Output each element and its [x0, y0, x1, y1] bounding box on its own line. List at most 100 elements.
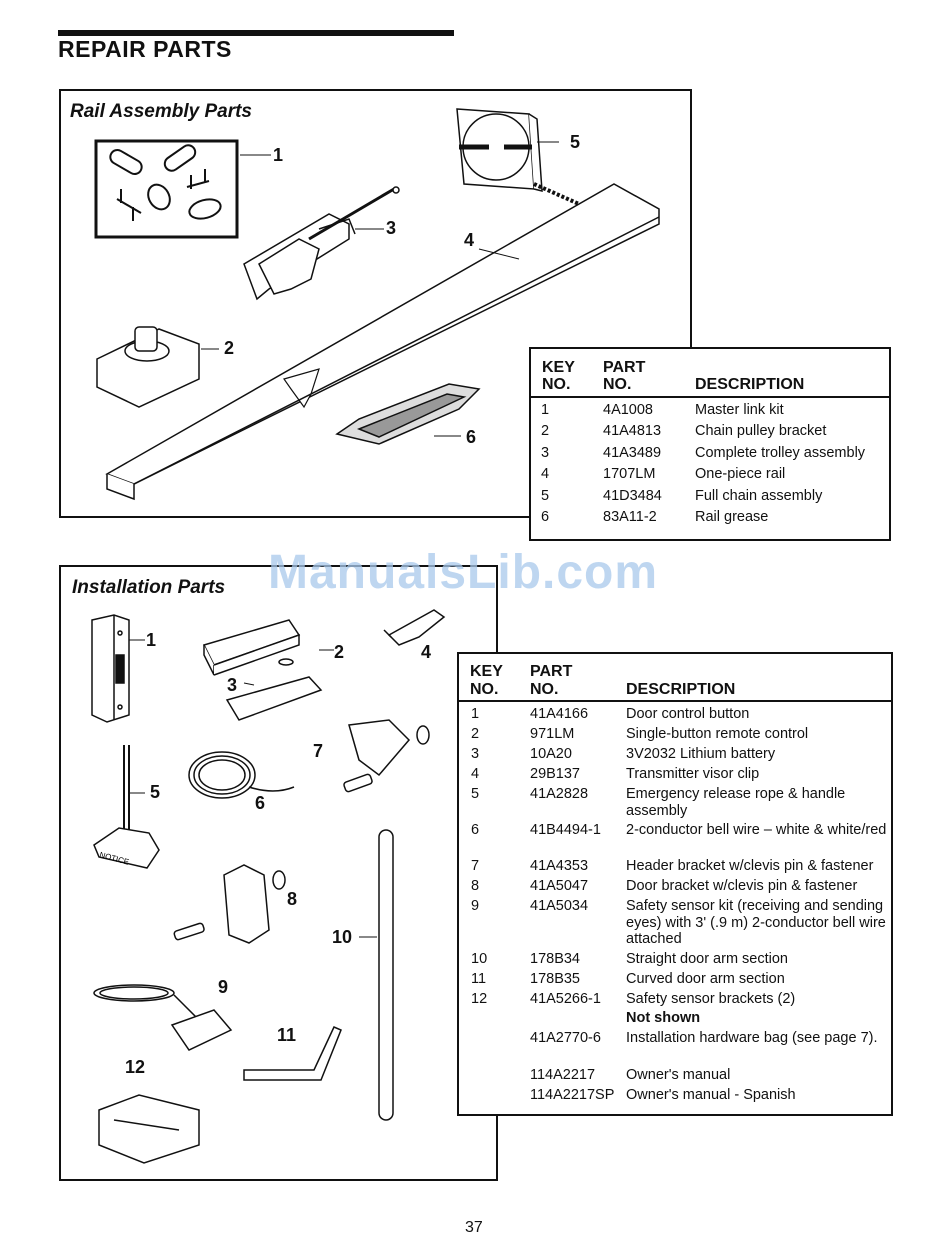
rail-assembly-panel	[59, 89, 692, 518]
install-key-cell: 7	[471, 858, 480, 874]
page-title: REPAIR PARTS	[58, 36, 232, 62]
install-part-cell: 41A4353	[530, 858, 589, 874]
install-desc-cell: Straight door arm section	[626, 951, 788, 967]
rail-callout-3: 3	[386, 218, 397, 238]
install-part-cell: 41A4166	[530, 706, 589, 722]
install-key-cell: 4	[471, 766, 480, 782]
rail-grease-drawing	[335, 383, 481, 445]
rail-callout-1: 1	[273, 145, 284, 165]
chain-assembly-drawing	[456, 108, 580, 206]
install-key-cell: 12	[471, 991, 488, 1007]
install-part-cell: 41A2828	[530, 786, 589, 802]
rail-desc-cell: Rail grease	[695, 509, 769, 525]
install-desc-cell: Not shown	[626, 1010, 701, 1026]
release-rope-drawing	[93, 745, 160, 869]
rail-col-key-2: NO.	[542, 376, 571, 393]
rail-desc-cell: Complete trolley assembly	[695, 445, 866, 461]
install-key-cell: 10	[471, 951, 488, 967]
install-callout-11: 11	[277, 1025, 297, 1045]
install-key-cell: 8	[471, 878, 480, 894]
install-key-cell: 3	[471, 746, 480, 762]
door-bracket-drawing	[173, 864, 286, 944]
install-key-cell: 1	[471, 706, 480, 722]
install-col-part-1: PART	[530, 663, 573, 680]
install-callout-10: 10	[332, 927, 353, 947]
rail-part-cell: 41D3484	[603, 488, 662, 504]
rail-col-part-1: PART	[603, 359, 646, 376]
install-col-key-1: KEY	[470, 663, 503, 680]
install-part-cell: 10A20	[530, 746, 572, 762]
rail-desc-cell: Chain pulley bracket	[695, 423, 827, 439]
rail-callout-4: 4	[464, 230, 475, 250]
rail-drawing	[105, 183, 660, 501]
install-callout-3: 3	[227, 675, 238, 695]
straight-arm-drawing	[359, 829, 394, 1121]
remote-control-drawing	[202, 619, 334, 721]
install-desc-cell: Curved door arm section	[626, 971, 785, 987]
rail-callout-2: 2	[224, 338, 235, 358]
master-link-kit-drawing	[94, 139, 271, 239]
install-callout-9: 9	[218, 977, 229, 997]
install-key-cell: 11	[471, 971, 487, 987]
safety-sensor-drawing	[93, 984, 233, 1051]
title-rule	[58, 30, 454, 36]
rail-key-cell: 3	[541, 445, 550, 461]
install-key-cell: 5	[471, 786, 480, 802]
watermark: ManualsLib.com	[268, 546, 659, 599]
install-desc-cell: Owner's manual - Spanish	[626, 1087, 796, 1103]
sensor-brackets-drawing	[98, 1094, 200, 1164]
rail-callout-5: 5	[570, 132, 581, 152]
visor-clip-drawing	[383, 609, 446, 646]
door-control-drawing	[91, 614, 145, 723]
install-col-desc: DESCRIPTION	[626, 681, 736, 698]
install-key-cell: 2	[471, 726, 480, 742]
install-col-key-2: NO.	[470, 681, 499, 698]
rail-assembly-illustration	[94, 108, 660, 501]
rail-part-cell: 4A1008	[603, 402, 653, 418]
install-desc-cell: Safety sensor brackets (2)	[626, 991, 796, 1007]
rail-part-cell: 41A3489	[603, 445, 662, 461]
rail-assembly-title: Rail Assembly Parts	[70, 101, 252, 122]
install-desc-cell: 3V2032 Lithium battery	[626, 746, 776, 762]
install-part-cell: 178B34	[530, 951, 580, 967]
install-callout-1: 1	[146, 630, 157, 650]
install-callout-8: 8	[287, 889, 298, 909]
bell-wire-drawing	[188, 751, 295, 799]
rail-key-cell: 6	[541, 509, 550, 525]
page-number: 37	[465, 1219, 483, 1236]
install-part-cell: 178B35	[530, 971, 580, 987]
install-part-cell: 41A2770-6	[530, 1030, 601, 1046]
install-part-cell: 41A5047	[530, 878, 589, 894]
install-desc-cell: Installation hardware bag (see page 7).	[626, 1030, 878, 1046]
install-callout-4: 4	[421, 642, 432, 662]
install-part-cell: 41B4494-1	[530, 822, 601, 838]
rail-desc-cell: Full chain assembly	[695, 488, 823, 504]
install-desc-cell: Transmitter visor clip	[626, 766, 760, 782]
install-desc-cell: Door control button	[626, 706, 750, 722]
installation-title: Installation Parts	[72, 577, 226, 598]
install-callout-5: 5	[150, 782, 161, 802]
install-desc-cell: Door bracket w/clevis pin & fastener	[626, 878, 858, 894]
install-part-cell: 41A5034	[530, 898, 589, 914]
rail-header-rule	[531, 396, 889, 398]
rail-key-cell: 1	[541, 402, 550, 418]
install-col-part-2: NO.	[530, 681, 559, 698]
rail-desc-cell: One-piece rail	[695, 466, 786, 482]
install-desc-cell: Owner's manual	[626, 1067, 731, 1083]
rail-col-desc: DESCRIPTION	[695, 376, 805, 393]
install-desc-cell: Emergency release rope & handle assembly	[626, 786, 846, 819]
install-desc-cell: 2-conductor bell wire – white & white/re…	[626, 822, 887, 838]
rail-key-cell: 2	[541, 423, 550, 439]
rail-col-key-1: KEY	[542, 359, 575, 376]
rail-key-cell: 4	[541, 466, 550, 482]
installation-illustration: NOTICE	[91, 609, 446, 1164]
install-key-cell: 6	[471, 822, 480, 838]
trolley-drawing	[243, 186, 400, 301]
install-header-rule	[459, 700, 891, 702]
rail-part-cell: 83A11-2	[603, 509, 657, 525]
rail-callout-6: 6	[466, 427, 477, 447]
rail-part-cell: 1707LM	[603, 466, 656, 482]
rail-desc-cell: Master link kit	[695, 402, 784, 418]
